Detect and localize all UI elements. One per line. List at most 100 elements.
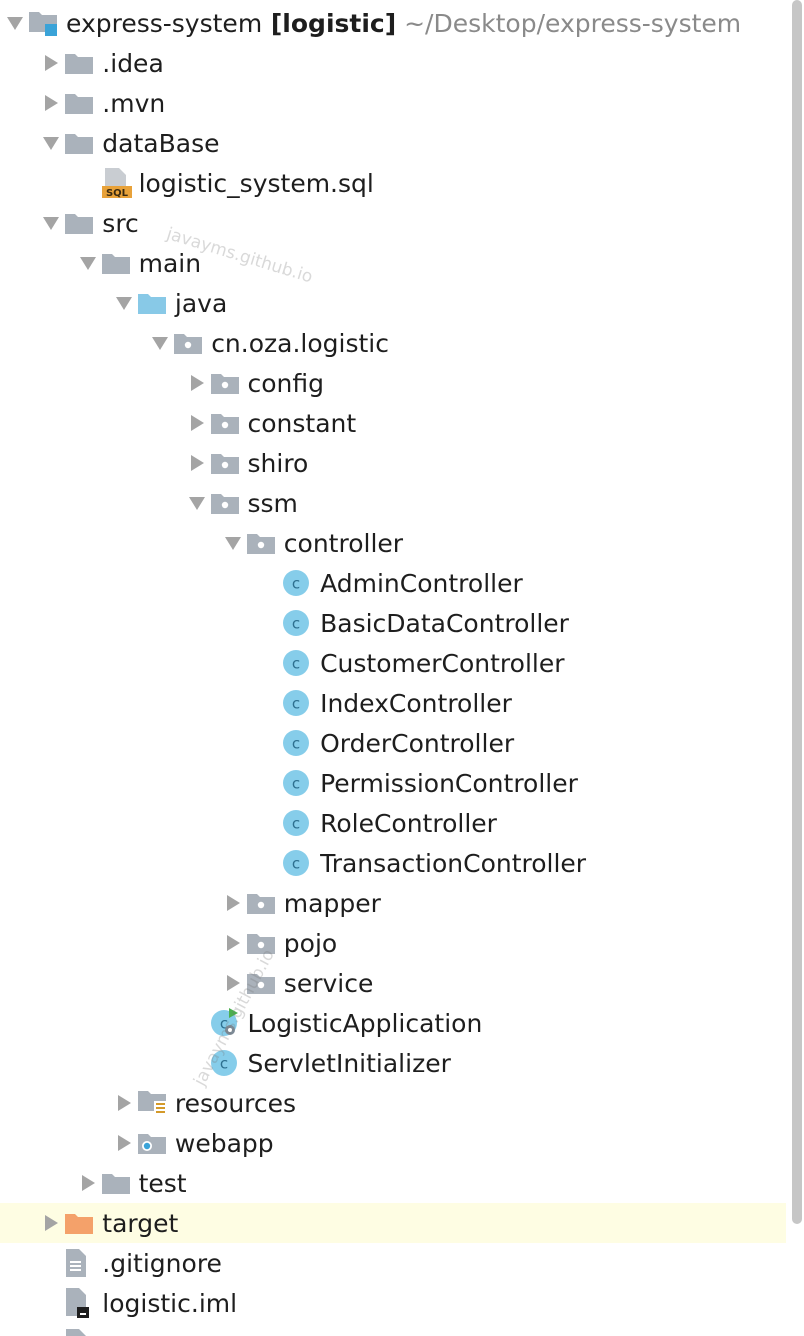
collapsed-arrow-icon[interactable] [38, 1203, 64, 1243]
tree-item-shiro[interactable]: shiro [0, 443, 786, 483]
tree-item-mapper[interactable]: mapper [0, 883, 786, 923]
tree-item-resources[interactable]: resources [0, 1083, 786, 1123]
package-icon [246, 963, 280, 1003]
collapsed-arrow-icon[interactable] [220, 883, 246, 923]
collapsed-arrow-icon[interactable] [220, 963, 246, 1003]
tree-item-main[interactable]: main [0, 243, 786, 283]
tree-item-mvn[interactable]: .mvn [0, 83, 786, 123]
tree-item-idea[interactable]: .idea [0, 43, 786, 83]
tree-item-constant[interactable]: constant [0, 403, 786, 443]
item-name: .mvn [102, 88, 166, 118]
tree-item-label: target [98, 1209, 178, 1238]
item-name: LogisticApplication [247, 1008, 483, 1038]
expanded-arrow-icon[interactable] [184, 483, 210, 523]
tree-item-webapp[interactable]: webapp [0, 1123, 786, 1163]
arrow-placeholder [256, 843, 282, 883]
expanded-arrow-icon[interactable] [147, 323, 173, 363]
tree-item-gitignore[interactable]: .gitignore [0, 1243, 786, 1283]
expanded-arrow-icon[interactable] [111, 283, 137, 323]
tree-item-service[interactable]: service [0, 963, 786, 1003]
item-name: .idea [102, 48, 164, 78]
tree-item-test[interactable]: test [0, 1163, 786, 1203]
arrow-placeholder [38, 1323, 64, 1336]
item-name: logistic.iml [102, 1288, 238, 1318]
vertical-scrollbar[interactable] [792, 0, 802, 1224]
item-name: BasicDataController [320, 608, 569, 638]
folder-icon [101, 243, 135, 283]
folder-icon [64, 83, 98, 123]
tree-item-label: java [171, 289, 227, 318]
web-folder-icon [137, 1123, 171, 1163]
tree-item-database[interactable]: dataBase [0, 123, 786, 163]
folder-icon [64, 203, 98, 243]
tree-item-controller[interactable]: controller [0, 523, 786, 563]
tree-item-label: logistic.iml [98, 1289, 237, 1318]
expanded-arrow-icon[interactable] [75, 243, 101, 283]
collapsed-arrow-icon[interactable] [38, 43, 64, 83]
class-icon: c [282, 643, 316, 683]
collapsed-arrow-icon[interactable] [75, 1163, 101, 1203]
arrow-placeholder [75, 163, 101, 203]
collapsed-arrow-icon[interactable] [111, 1123, 137, 1163]
tree-item-logistic-iml[interactable]: logistic.iml [0, 1283, 786, 1323]
tree-item-label: resources [171, 1089, 296, 1118]
module-folder-icon [28, 3, 62, 43]
arrow-placeholder [256, 723, 282, 763]
package-icon [210, 363, 244, 403]
collapsed-arrow-icon[interactable] [220, 923, 246, 963]
tree-item-label: LogisticApplication [244, 1009, 483, 1038]
tree-item-label: controller [280, 529, 403, 558]
tree-item-src[interactable]: src [0, 203, 786, 243]
item-name: express-system [66, 8, 263, 38]
expanded-arrow-icon[interactable] [220, 523, 246, 563]
expanded-arrow-icon[interactable] [2, 3, 28, 43]
tree-item-label: .mvn [98, 89, 165, 118]
tree-item-config[interactable]: config [0, 363, 786, 403]
collapsed-arrow-icon[interactable] [184, 443, 210, 483]
item-name: controller [283, 528, 404, 558]
collapsed-arrow-icon[interactable] [111, 1083, 137, 1123]
expanded-arrow-icon[interactable] [38, 123, 64, 163]
collapsed-arrow-icon[interactable] [184, 363, 210, 403]
tree-item-pojo[interactable]: pojo [0, 923, 786, 963]
tree-item-cn-oza-logistic[interactable]: cn.oza.logistic [0, 323, 786, 363]
tree-item-label: express-system [logistic] ~/Desktop/expr… [62, 9, 741, 38]
svg-text:c: c [292, 575, 300, 593]
tree-item-label: PermissionController [316, 769, 578, 798]
tree-item-label: ssm [244, 489, 298, 518]
expanded-arrow-icon[interactable] [38, 203, 64, 243]
collapsed-arrow-icon[interactable] [184, 403, 210, 443]
item-name: logistic_system.sql [138, 168, 374, 198]
package-icon [210, 483, 244, 523]
tree-item-label: service [280, 969, 374, 998]
tree-item-express-system[interactable]: express-system [logistic] ~/Desktop/expr… [0, 3, 786, 43]
module-name: [logistic] [262, 8, 397, 38]
package-icon [210, 403, 244, 443]
tree-item-file[interactable] [0, 1323, 786, 1336]
tree-item-label: constant [244, 409, 357, 438]
tree-item-ssm[interactable]: ssm [0, 483, 786, 523]
class-icon: c [282, 603, 316, 643]
collapsed-arrow-icon[interactable] [38, 83, 64, 123]
item-name: IndexController [320, 688, 512, 718]
folder-icon [64, 43, 98, 83]
svg-text:c: c [292, 655, 300, 673]
package-icon [246, 523, 280, 563]
tree-item-java[interactable]: java [0, 283, 786, 323]
item-name: ssm [247, 488, 298, 518]
tree-item-label: webapp [171, 1129, 274, 1158]
tree-item-target[interactable]: target [0, 1203, 786, 1243]
tree-item-label: dataBase [98, 129, 219, 158]
class-icon: c [282, 683, 316, 723]
